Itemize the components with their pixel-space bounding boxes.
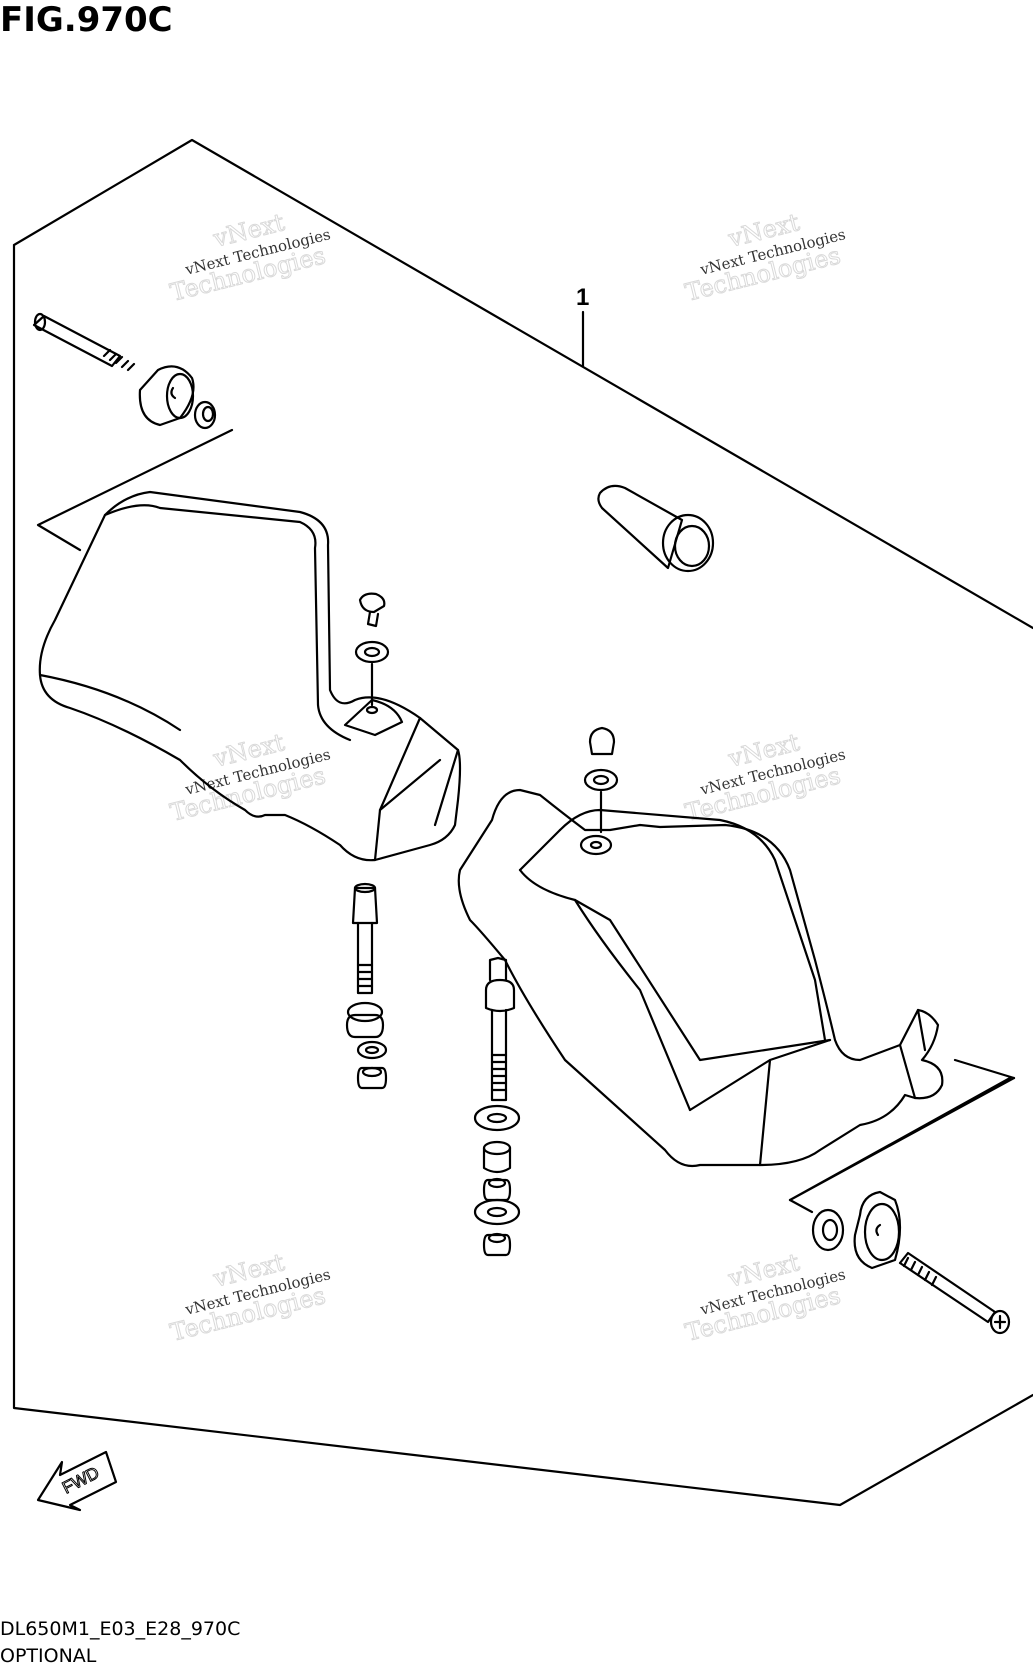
cylinder-weight-part (853, 1190, 902, 1270)
long-bolt-part (484, 956, 516, 1102)
left-handguard-part (38, 490, 462, 862)
screw-part (358, 592, 386, 628)
washer-part (354, 640, 390, 664)
washer-part (583, 768, 619, 792)
break-line (788, 1058, 1016, 1214)
stud-bolt-part (351, 882, 379, 995)
washer-part (356, 1040, 388, 1060)
spacer-collar-part (482, 1140, 512, 1174)
kit-boundary-outline (12, 138, 1033, 1507)
bolt-part (898, 1251, 1011, 1335)
nut-part (356, 1066, 388, 1090)
watermarks: vNext vNext Technologies Technologies vN… (167, 208, 847, 1348)
diagram-code: DL650M1_E03_E28_970C (0, 1618, 241, 1640)
washer-part (811, 1208, 845, 1252)
break-line (788, 1076, 1016, 1202)
washer-part (473, 1198, 521, 1226)
nut-part (482, 1232, 512, 1257)
optional-note: OPTIONAL (0, 1645, 97, 1667)
bolt-part (32, 312, 136, 372)
right-handguard-part (457, 788, 944, 1168)
nut-part (482, 1177, 512, 1202)
figure-title: FIG.970C (0, 0, 173, 40)
part-number-label: 1 (576, 284, 589, 311)
washer-part (473, 1104, 521, 1132)
cylinder-weight-part (138, 365, 195, 427)
cap-nut-part (588, 726, 616, 756)
nut-part (345, 1001, 385, 1039)
forward-direction-arrow: FWD (36, 1450, 118, 1512)
bar-end-plug-part (597, 484, 715, 573)
break-line (36, 428, 234, 552)
washer-part (193, 400, 217, 430)
